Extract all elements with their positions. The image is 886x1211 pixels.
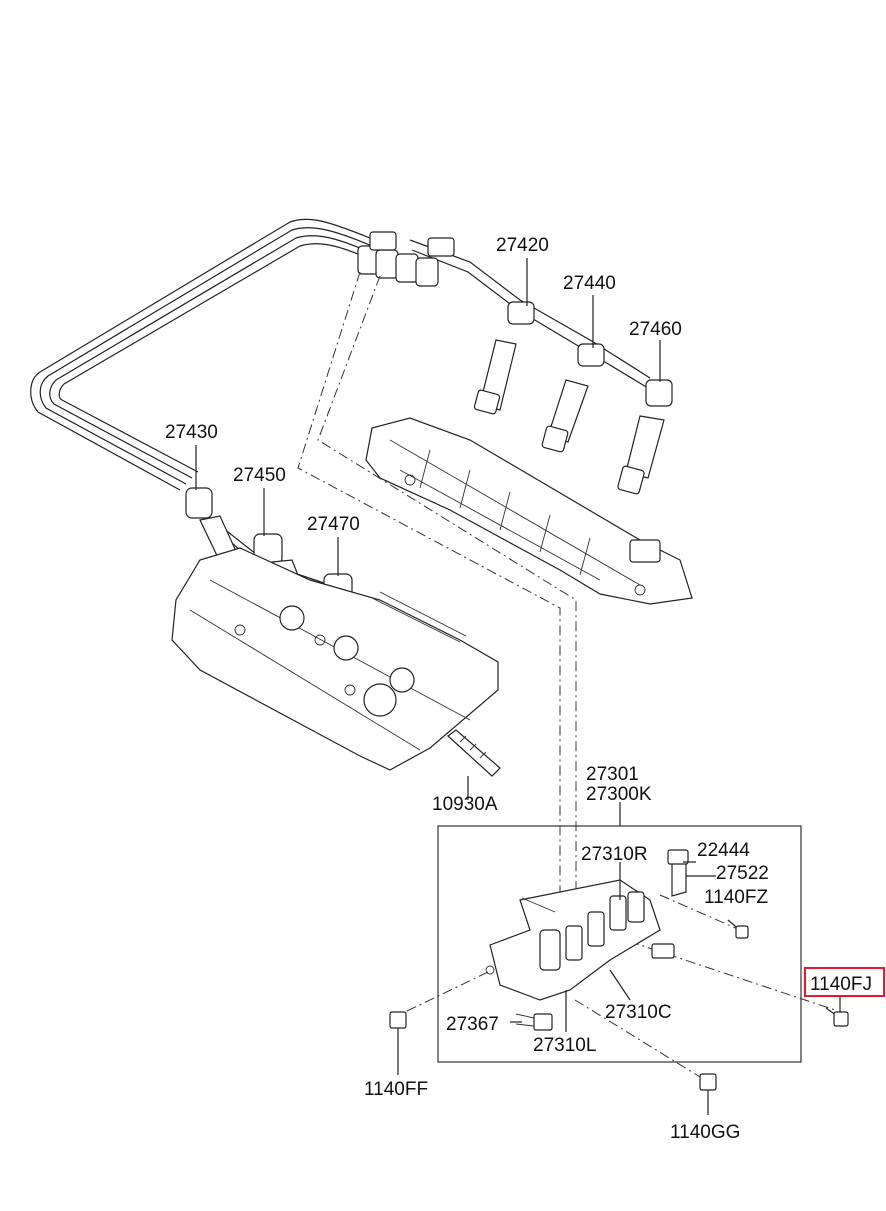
label-27310R[interactable]: 27310R xyxy=(581,844,648,865)
label-27470[interactable]: 27470 xyxy=(307,514,360,535)
label-27301[interactable]: 27301 xyxy=(586,764,639,785)
label-1140FF[interactable]: 1140FF xyxy=(364,1079,428,1100)
sensor-27367-part xyxy=(515,1013,553,1031)
label-27522[interactable]: 27522 xyxy=(716,863,769,884)
leader-lines xyxy=(195,258,841,1032)
highlight-box-1140FJ xyxy=(804,967,885,997)
bolt-1140FZ xyxy=(727,919,749,939)
front-valve-cover xyxy=(171,547,499,771)
plug-wire-27420-part xyxy=(473,301,535,415)
label-1140FZ[interactable]: 1140FZ xyxy=(704,887,768,908)
assembly-lines xyxy=(297,271,836,1081)
bolt-1140FJ xyxy=(825,1007,849,1027)
plug-wire-27460-part xyxy=(617,379,673,495)
label-22444[interactable]: 22444 xyxy=(697,840,750,861)
ignition-coil-assembly xyxy=(485,879,675,1001)
label-27420[interactable]: 27420 xyxy=(496,235,549,256)
rear-valve-cover xyxy=(365,417,693,605)
label-27450[interactable]: 27450 xyxy=(233,465,286,486)
plug-wire-27440-part xyxy=(541,343,605,453)
label-27430[interactable]: 27430 xyxy=(165,422,218,443)
label-27300K[interactable]: 27300K xyxy=(586,784,652,805)
spark-plug-part xyxy=(447,729,501,777)
label-27310L[interactable]: 27310L xyxy=(533,1035,596,1056)
label-1140GG[interactable]: 1140GG xyxy=(670,1122,740,1143)
bolt-1140FF xyxy=(389,1011,407,1075)
wire-connector-cluster xyxy=(357,231,455,287)
label-27440[interactable]: 27440 xyxy=(563,273,616,294)
bolt-1140GG xyxy=(699,1073,717,1115)
label-1140FJ[interactable]: 1140FJ xyxy=(810,974,872,995)
label-10930A[interactable]: 10930A xyxy=(432,794,498,815)
label-27460[interactable]: 27460 xyxy=(629,319,682,340)
bracket-27522-part xyxy=(667,849,689,897)
label-27310C[interactable]: 27310C xyxy=(605,1002,672,1023)
label-27367[interactable]: 27367 xyxy=(446,1014,499,1035)
